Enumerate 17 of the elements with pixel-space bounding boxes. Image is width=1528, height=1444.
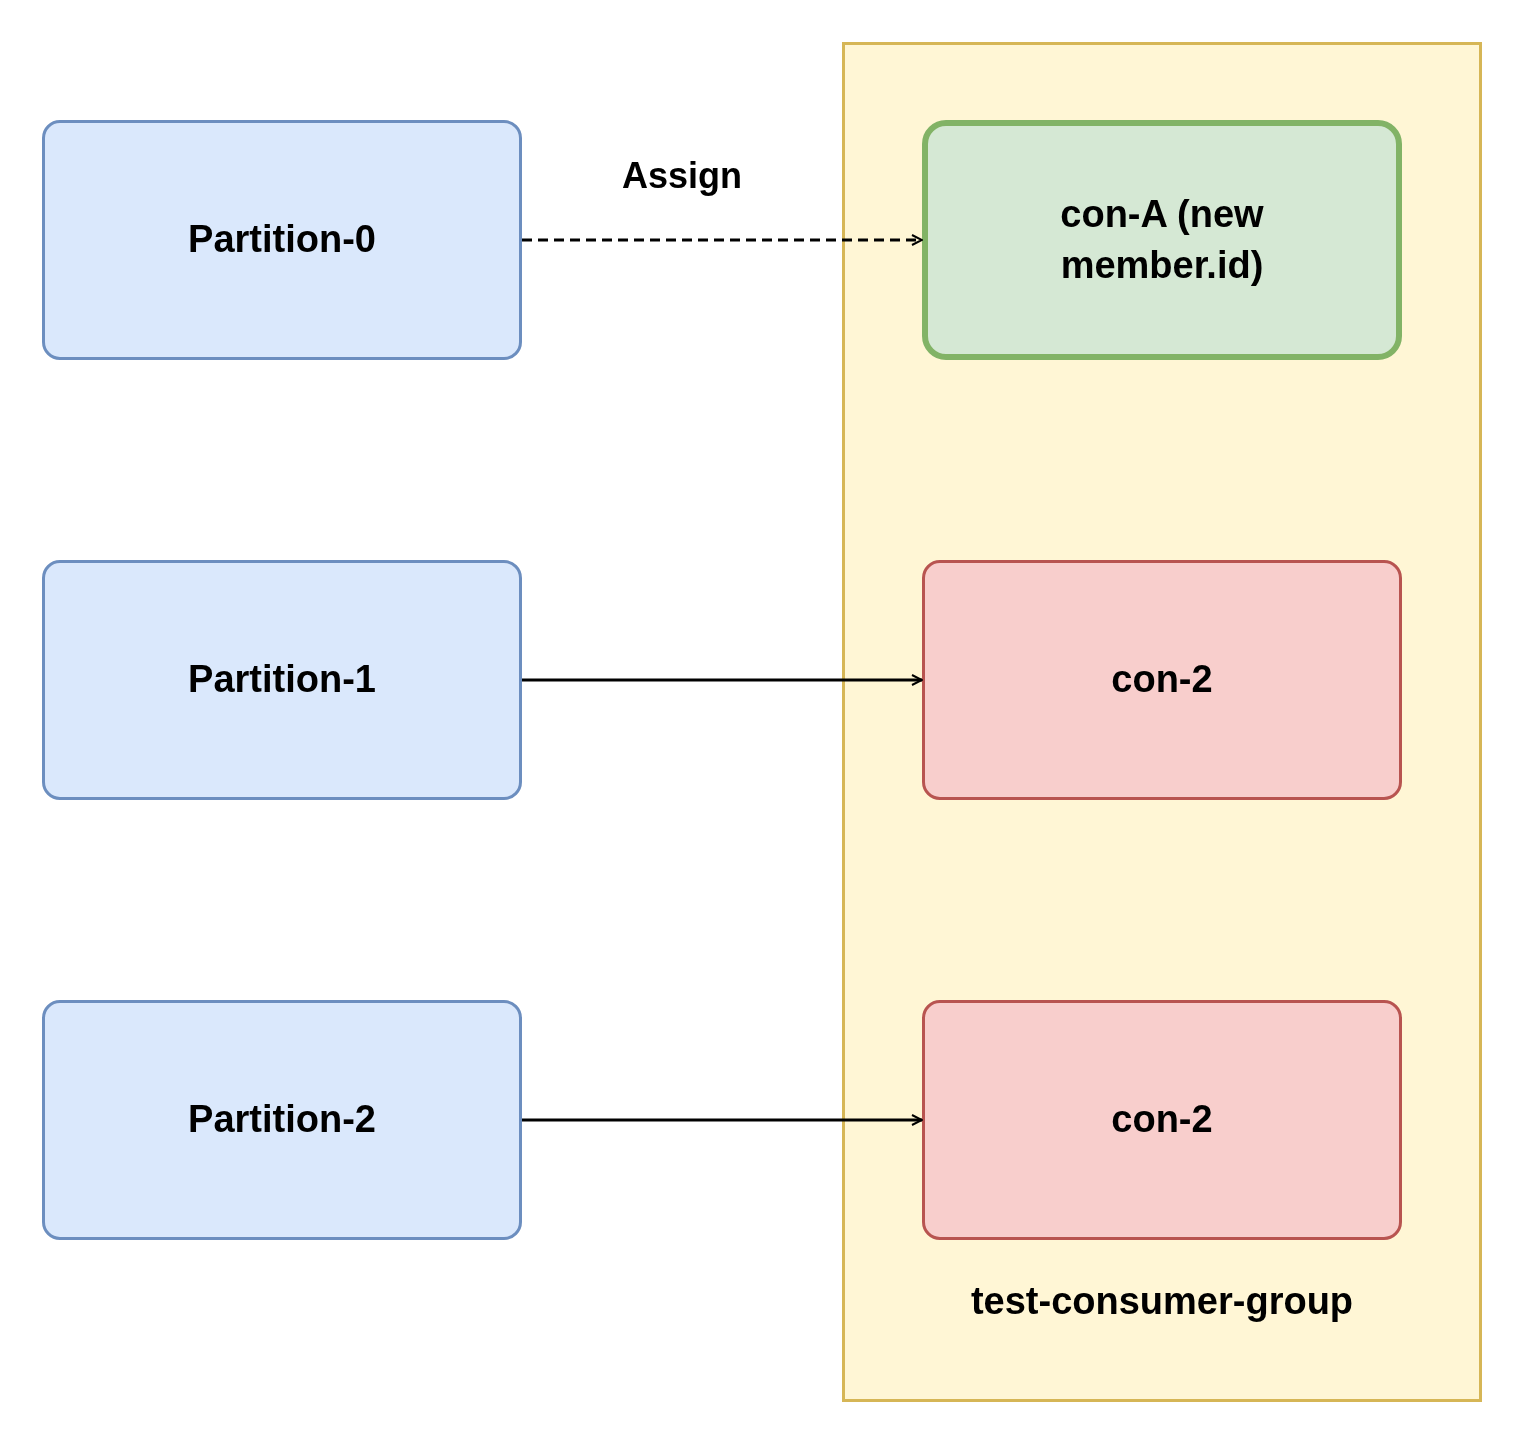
node-label: con-2 [1111, 657, 1213, 703]
arrow [522, 234, 923, 246]
node-label: Partition-1 [188, 657, 376, 703]
node-label: Partition-0 [188, 217, 376, 263]
consumer-box [922, 1000, 1402, 1240]
node-label: con-2 [1111, 1097, 1213, 1143]
consumer-box [922, 560, 1402, 800]
consumer-group-container [842, 42, 1482, 1402]
consumer-box [922, 120, 1402, 360]
arrow [522, 1114, 923, 1126]
node-label: test-consumer-group [970, 1278, 1354, 1324]
partition-box [42, 1000, 522, 1240]
partition-box [42, 120, 522, 360]
node-label: Partition-2 [188, 1097, 376, 1143]
partition-box [42, 560, 522, 800]
arrow [522, 674, 923, 686]
node-label: con-A (new member.id) [1059, 191, 1265, 288]
